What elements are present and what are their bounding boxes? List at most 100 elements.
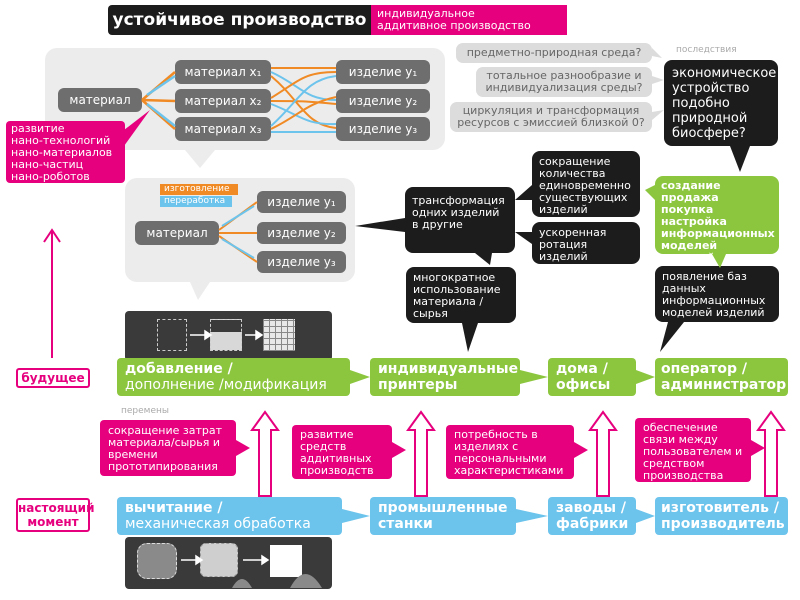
- additive-arrows: [190, 329, 264, 341]
- manufacturer-box: изготовитель / производитель: [655, 497, 788, 535]
- chip-piles: [232, 574, 322, 588]
- change3-tail: [574, 442, 588, 458]
- nano-line-1: развитие: [11, 122, 65, 135]
- factories-line2: фабрики: [556, 516, 629, 532]
- addition-line2: дополнение /модификация: [125, 377, 327, 393]
- top-material-x1: материал x₁: [175, 60, 271, 84]
- subtractive-illustration: [125, 537, 332, 589]
- consequence-question-1: предметно-природная среда?: [456, 43, 652, 63]
- top-source-material: материал: [58, 88, 142, 112]
- top-product-y1: изделие y₁: [336, 60, 430, 84]
- machines-line2: станки: [378, 516, 433, 532]
- milled-block-icon: [200, 543, 238, 577]
- manufacturer-line2: производитель: [661, 516, 785, 532]
- consequences-label: последствия: [676, 45, 737, 55]
- mid-product-y3: изделие y₃: [257, 251, 346, 273]
- change-item-1: сокращение затрат материала/сырья и врем…: [100, 420, 236, 476]
- top-cross-arrows: [270, 66, 337, 134]
- change-item-3: потребность в изделиях с персональными х…: [446, 425, 574, 479]
- label-recycle: переработка: [160, 196, 232, 207]
- economic-question-bubble: экономическое устройство подобно природн…: [664, 60, 778, 146]
- change-item-4: обеспечение связи между пользователем и …: [635, 418, 751, 482]
- hollow-up-arrows: [250, 410, 786, 497]
- mid-panel-tail: [190, 282, 210, 300]
- header-subtitle: индивидуальное аддитивное производство: [371, 5, 567, 35]
- machines-box: промышленные станки: [370, 497, 516, 535]
- question3-tail: [652, 110, 664, 120]
- nano-line-4: нано-частиц: [11, 158, 84, 171]
- homes-box: дома / офисы: [548, 358, 636, 396]
- present-label-line1: настоящий: [18, 501, 95, 515]
- green-line-6: моделей изделий: [661, 239, 718, 264]
- change4-tail: [751, 440, 765, 456]
- nano-line-5: нано-роботов: [11, 170, 90, 183]
- transform-tail: [475, 253, 492, 265]
- change-item-2: развитие средств аддитивных производств: [292, 425, 392, 479]
- nano-tail: [124, 110, 150, 146]
- question2-tail: [652, 76, 664, 84]
- header-subtitle-line1: индивидуальное: [377, 7, 475, 20]
- machines-line1: промышленные: [378, 500, 508, 516]
- operator-line1: оператор /: [661, 361, 747, 377]
- top-material-x2: материал x₂: [175, 89, 271, 113]
- question1-tail: [652, 48, 662, 58]
- empty-frame-icon: [157, 319, 187, 351]
- top-product-y3: изделие y₃: [336, 117, 430, 141]
- green-tail-top: [645, 185, 655, 200]
- present-connectors: [342, 509, 655, 523]
- nano-development-box: развитие нано-технологий нано-материалов…: [6, 121, 125, 183]
- present-label-line2: момент: [27, 515, 79, 529]
- top-product-y2: изделие y₂: [336, 89, 430, 113]
- nano-line-2: нано-технологий: [11, 134, 111, 147]
- addition-line1: добавление /: [125, 361, 233, 377]
- transform-connector: [355, 218, 405, 232]
- hollow-arrow-2: [406, 410, 436, 497]
- future-up-arrow: [43, 228, 61, 358]
- addition-box: добавление / дополнение /модификация: [117, 358, 350, 396]
- row-connectors: [350, 370, 655, 384]
- green-line-5: информационных: [661, 227, 775, 240]
- partial-grid-icon: [210, 319, 242, 351]
- top-fanout-arrows: [141, 71, 176, 130]
- green-line-1: создание: [661, 179, 721, 192]
- manufacturer-line1: изготовитель /: [661, 500, 779, 516]
- factories-line1: заводы /: [556, 500, 627, 516]
- full-grid-icon: [263, 319, 295, 351]
- mid-product-y1: изделие y₁: [257, 191, 346, 213]
- database-bubble: появление баз данных информационных моде…: [655, 266, 779, 322]
- hollow-arrow-1: [250, 410, 280, 497]
- transform-bubble: трансформация одних изделий в другие: [405, 187, 515, 253]
- reduce-bubble: сокращение количества единовременно суще…: [532, 151, 640, 217]
- operator-line2: администратор: [661, 377, 787, 393]
- consequence-question-3: циркуляция и трансформация ресурсов с эм…: [450, 102, 652, 132]
- green-tail-bottom: [712, 254, 726, 268]
- header-title: устойчивое производство: [108, 5, 371, 35]
- info-model-market-bubble: создание продажа покупка настройка инфор…: [655, 176, 779, 264]
- changes-label: перемены: [121, 406, 169, 416]
- rotation-bubble: ускоренная ротация изделий: [532, 222, 640, 264]
- green-line-3: покупка: [661, 203, 714, 216]
- rotation-tail: [515, 232, 532, 244]
- subtractive-arrows: [181, 554, 270, 566]
- printers-box: индивидуальные принтеры: [370, 358, 520, 396]
- database-tail: [660, 322, 684, 352]
- reduce-tail: [515, 185, 532, 200]
- homes-line1: дома /: [556, 361, 608, 377]
- present-label: настоящий момент: [16, 498, 95, 532]
- mid-source-material: материал: [135, 221, 219, 245]
- top-material-x3: материал x₃: [175, 117, 271, 141]
- subtraction-box: вычитание / механическая обработка: [117, 497, 342, 535]
- mid-arrows: [218, 201, 258, 263]
- consequence-question-2: тотальное разнообразие и индивидуализаци…: [476, 67, 652, 97]
- top-panel-tail: [185, 150, 215, 168]
- operator-box: оператор / администратор: [655, 358, 788, 396]
- printers-line1: индивидуальные: [378, 361, 519, 377]
- subtraction-line1: вычитание /: [125, 500, 223, 516]
- rough-block-icon: [137, 543, 177, 579]
- nano-line-3: нано-материалов: [11, 146, 113, 159]
- reuse-bubble: многократное использование материала / с…: [406, 267, 516, 323]
- change2-tail: [392, 442, 406, 458]
- subtraction-line2: механическая обработка: [125, 516, 311, 532]
- hollow-arrow-4: [756, 410, 786, 497]
- printers-line2: принтеры: [378, 377, 458, 393]
